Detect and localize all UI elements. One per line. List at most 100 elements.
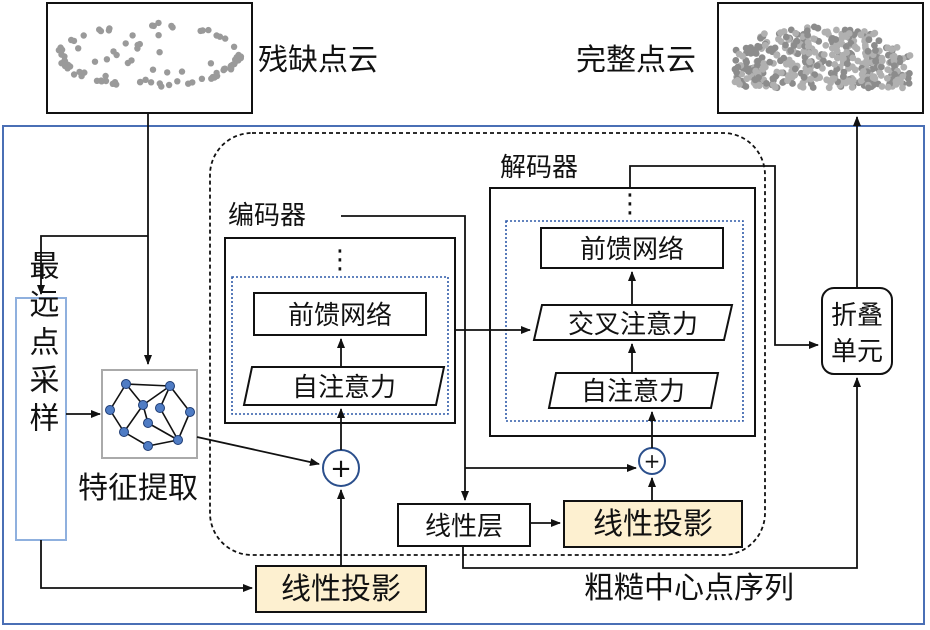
cloud-point [859,68,867,75]
cloud-point [794,50,802,58]
cloud-point [777,57,784,65]
cloud-point [222,35,229,42]
cloud-point [169,24,176,31]
cloud-point [806,67,814,74]
cloud-point [865,84,872,92]
encoder-self-attn-box [242,366,446,406]
cloud-point [205,26,212,34]
cloud-point [831,61,839,68]
cloud-point [174,78,181,85]
cloud-point [189,79,196,86]
cloud-point [878,63,885,71]
cloud-point [810,35,818,43]
cloud-point [68,36,75,44]
feature-extraction-label: 特征提取 [78,471,198,506]
cloud-point [80,32,87,39]
cloud-point [739,52,746,60]
cloud-point [207,60,215,67]
decoder-inner-dashed [505,220,744,422]
cloud-point [878,83,886,90]
cloud-point [213,69,220,77]
left-projection-label: 线性投影 [281,572,401,607]
cloud-point [833,47,841,55]
decoder-ffn-label: 前馈网络 [580,235,684,265]
cloud-point [904,74,912,82]
cloud-point [788,59,796,67]
cloud-point [805,49,813,57]
cloud-point [792,29,799,37]
cloud-point [102,77,110,85]
cloud-point [875,37,883,45]
cloud-point [849,63,856,71]
cloud-point [761,30,768,37]
cloud-point [96,26,103,33]
cloud-point [743,58,750,66]
cloud-point [738,70,746,78]
partial-cloud-dots [55,19,245,90]
cloud-point [822,42,830,49]
cloud-point [165,81,173,89]
cloud-point [780,28,788,35]
cloud-point [816,74,824,81]
cloud-point [877,72,885,79]
outer-frame [2,125,925,625]
cloud-point [221,65,229,72]
feature-graph [101,369,198,459]
cloud-point [845,30,853,37]
cloud-point [883,74,891,82]
cloud-point [733,68,740,76]
cloud-point [787,47,795,55]
decoder-sum-symbol: + [644,449,661,473]
cloud-point [830,75,838,82]
cloud-point [736,80,743,88]
cloud-point [61,53,68,60]
encoder-self-attn-label: 自注意力 [292,373,396,403]
decoder-cross-attn-label: 交叉注意力 [568,310,698,340]
cloud-point [878,54,886,62]
cloud-point [124,59,132,67]
cloud-point [102,72,109,80]
cloud-point [216,33,224,40]
complete-cloud-label: 完整点云 [576,43,696,78]
cloud-point [122,40,129,47]
cloud-point [777,69,785,77]
cloud-point [150,22,157,30]
cloud-point [164,69,171,76]
cloud-point [756,43,763,51]
cloud-point [851,43,859,51]
cloud-point [896,55,903,62]
cloud-point [840,55,847,63]
cloud-point [783,60,790,68]
cloud-point [825,60,833,67]
cloud-point [734,63,742,71]
decoder-self-attn-label: 自注意力 [581,377,685,407]
cloud-point [761,41,769,49]
cloud-point [854,57,862,65]
cloud-point [766,58,774,66]
decoder-cross-attn-box [532,304,734,341]
cloud-point [765,47,773,54]
cloud-point [869,74,877,81]
cloud-point [900,63,908,71]
cloud-point [864,47,872,55]
cloud-point [872,46,879,54]
cloud-point [868,65,876,73]
cloud-point [129,32,136,39]
linear-layer-label: 线性层 [425,512,503,542]
decoder-title: 解码器 [500,153,578,183]
partial-point-cloud [46,2,253,114]
cloud-point [209,73,216,81]
cloud-point [894,76,902,84]
complete-point-cloud [717,2,924,114]
cloud-point [857,77,865,85]
complete-cloud-dots [731,23,914,92]
encoder-ffn-label: 前馈网络 [288,301,392,331]
decoder-ffn-box [540,227,724,269]
cloud-point [752,50,760,57]
cloud-point [823,76,831,84]
bottom-projection-label: 线性投影 [593,507,713,542]
cloud-point [784,77,791,84]
cloud-point [103,56,111,63]
decoder-self-attn-box [547,372,720,409]
cloud-point [113,51,120,59]
